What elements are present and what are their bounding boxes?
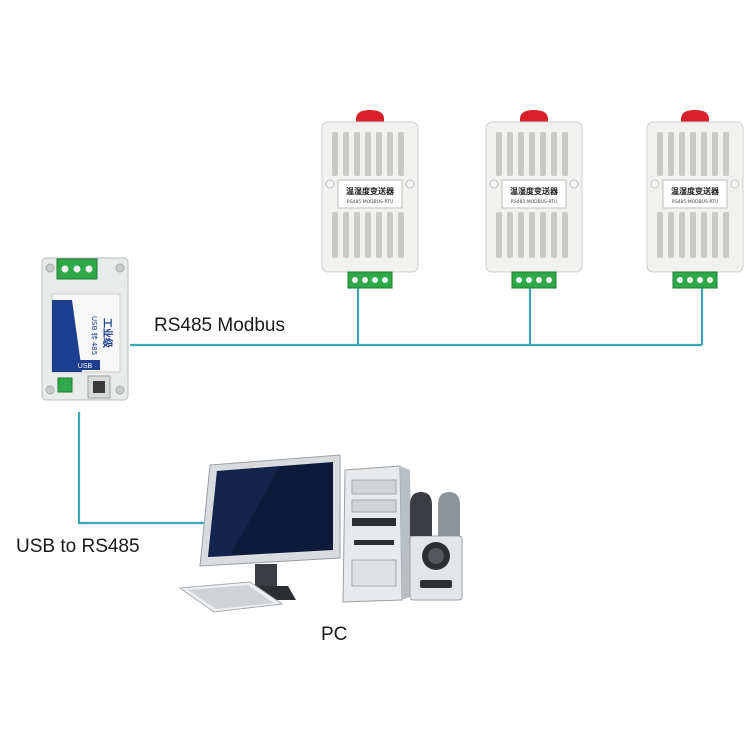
sensor-1: 温湿度变送器 RS485 MODBUS-RTU bbox=[321, 109, 419, 289]
sensor-3: 温湿度变送器 RS485 MODBUS-RTU bbox=[646, 109, 744, 289]
sensor-2-title: 温湿度变送器 bbox=[510, 186, 559, 196]
tower-icon bbox=[342, 465, 412, 603]
converter-port-text: USB bbox=[78, 363, 93, 370]
converter-model-text: USB 转 485 bbox=[90, 316, 99, 355]
keyboard-icon bbox=[178, 581, 284, 613]
sensor-3-title: 温湿度变送器 bbox=[671, 186, 720, 196]
monitor-icon bbox=[199, 454, 341, 600]
sensor-1-subtitle: RS485 MODBUS-RTU bbox=[347, 199, 394, 205]
converter-brand-text: 工业级 bbox=[101, 318, 114, 349]
wiring bbox=[77, 288, 704, 525]
sensor-2-subtitle: RS485 MODBUS-RTU bbox=[511, 199, 558, 205]
usb-cable-wire bbox=[77, 412, 205, 525]
sensor-1-title: 温湿度变送器 bbox=[346, 186, 395, 196]
rs485-modbus-label: RS485 Modbus bbox=[154, 315, 285, 336]
usb-to-rs485-label: USB to RS485 bbox=[16, 536, 140, 557]
pc-workstation bbox=[178, 454, 463, 613]
pc-label: PC bbox=[321, 624, 348, 645]
usb-rs485-converter: 工业级 USB 转 485 USB bbox=[41, 257, 129, 401]
speaker-icon bbox=[409, 492, 463, 601]
sensor-3-subtitle: RS485 MODBUS-RTU bbox=[672, 199, 719, 205]
sensor-2: 温湿度变送器 RS485 MODBUS-RTU bbox=[485, 109, 583, 289]
